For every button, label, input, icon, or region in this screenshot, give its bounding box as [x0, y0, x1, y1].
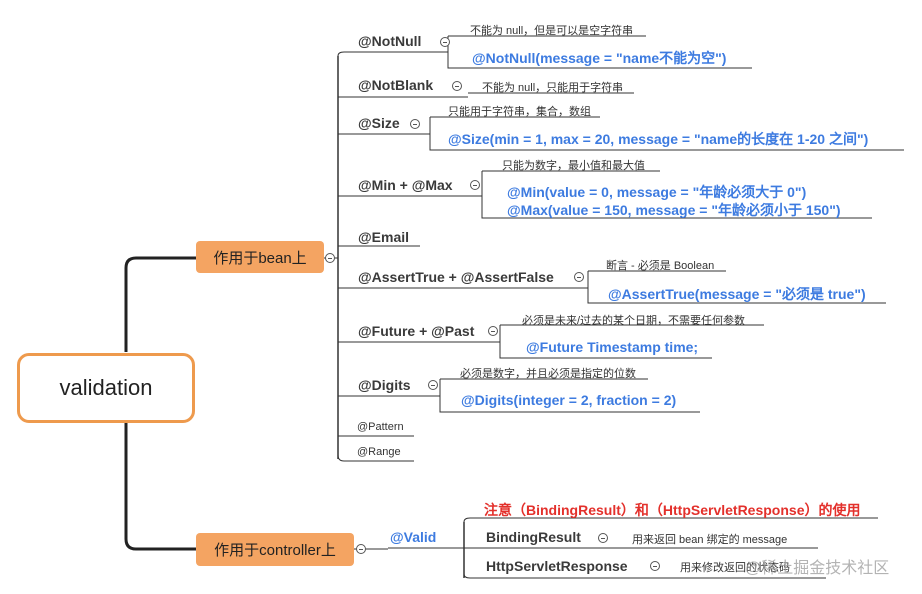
note-binding-result: 用来返回 bean 绑定的 message [632, 534, 788, 546]
note-future-past: 必须是未来/过去的某个日期，不需要任何参数 [522, 315, 746, 327]
node-email[interactable]: @Email [358, 229, 410, 245]
collapse-icon[interactable] [440, 37, 450, 47]
warning-text: 注意（BindingResult）和（HttpServletResponse）的… [484, 502, 861, 518]
note-http-response: 用来修改返回的状态码 [680, 562, 790, 574]
collapse-icon[interactable] [488, 326, 498, 336]
code-size: @Size(min = 1, max = 20, message = "name… [448, 131, 869, 147]
watermark: @稀土掘金技术社区 [745, 560, 890, 577]
note-notnull: 不能为 null，但是可以是空字符串 [470, 25, 634, 37]
code-assert: @AssertTrue(message = "必须是 true") [608, 286, 866, 302]
root-label: validation [59, 375, 153, 400]
note-digits: 必须是数字，并且必须是指定的位数 [460, 368, 636, 380]
valid-annotation[interactable]: @Valid [390, 529, 437, 545]
bean-branch-label: 作用于bean上 [213, 249, 307, 267]
node-assert[interactable]: @AssertTrue + @AssertFalse [358, 269, 554, 285]
node-notnull[interactable]: @NotNull [358, 33, 422, 49]
node-notblank[interactable]: @NotBlank [358, 77, 434, 93]
collapse-icon[interactable] [410, 119, 420, 129]
note-assert: 断言 - 必须是 Boolean [606, 260, 715, 272]
node-min-max[interactable]: @Min + @Max [358, 177, 453, 193]
collapse-icon[interactable] [650, 561, 660, 571]
controller-branch-node[interactable]: 作用于controller上 [196, 533, 354, 566]
note-notblank: 不能为 null，只能用于字符串 [482, 82, 624, 94]
code-min: @Min(value = 0, message = "年龄必须大于 0") [507, 184, 807, 200]
collapse-icon[interactable] [574, 272, 584, 282]
code-notnull: @NotNull(message = "name不能为空") [472, 50, 727, 66]
code-future: @Future Timestamp time; [526, 339, 699, 355]
collapse-icon[interactable] [452, 81, 462, 91]
collapse-icon[interactable] [428, 380, 438, 390]
bean-branch-node[interactable]: 作用于bean上 [196, 241, 324, 273]
root-node[interactable]: validation [17, 353, 195, 423]
collapse-icon[interactable] [470, 180, 480, 190]
code-max: @Max(value = 150, message = "年龄必须小于 150"… [507, 202, 841, 218]
node-pattern[interactable]: @Pattern [357, 421, 404, 433]
controller-branch-label: 作用于controller上 [214, 542, 336, 559]
node-digits[interactable]: @Digits [358, 377, 411, 393]
code-digits: @Digits(integer = 2, fraction = 2) [461, 392, 677, 408]
note-min-max: 只能为数字，最小值和最大值 [502, 160, 645, 172]
node-binding-result[interactable]: BindingResult [486, 529, 581, 545]
note-size: 只能用于字符串，集合，数组 [448, 106, 591, 118]
node-http-response[interactable]: HttpServletResponse [486, 558, 628, 574]
node-range[interactable]: @Range [357, 446, 401, 458]
collapse-icon[interactable] [325, 253, 335, 263]
node-size[interactable]: @Size [358, 115, 400, 131]
node-future-past[interactable]: @Future + @Past [358, 323, 475, 339]
collapse-icon[interactable] [598, 533, 608, 543]
collapse-icon[interactable] [356, 544, 366, 554]
